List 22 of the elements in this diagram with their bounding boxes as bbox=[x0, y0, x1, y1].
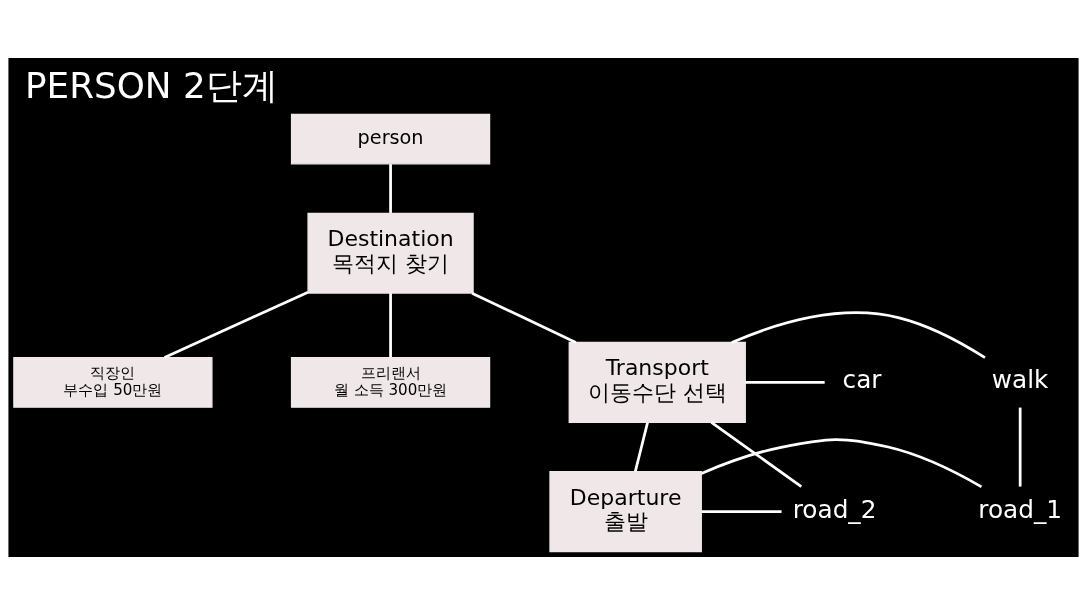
node-box: Destination 목적지 찾기 bbox=[307, 212, 474, 294]
connector bbox=[700, 437, 983, 488]
connector bbox=[471, 291, 577, 344]
node-text: car bbox=[842, 364, 882, 394]
node-box: Departure 출발 bbox=[549, 470, 702, 552]
connector bbox=[634, 421, 649, 472]
connector bbox=[701, 509, 782, 513]
node-box: 프리랜서 월 소득 300만원 bbox=[290, 356, 491, 408]
node-box: person bbox=[290, 113, 491, 165]
connector bbox=[745, 380, 825, 384]
diagram-title: PERSON 2단계 bbox=[25, 64, 278, 106]
node-text: walk bbox=[991, 364, 1049, 394]
node-text: road_1 bbox=[978, 494, 1063, 524]
connector bbox=[710, 420, 803, 488]
connector bbox=[389, 292, 392, 357]
connector bbox=[164, 290, 309, 359]
connector bbox=[389, 163, 392, 213]
node-box: 직장인 부수입 50만원 bbox=[13, 356, 213, 408]
node-box: Transport 이동수단 선택 bbox=[568, 341, 746, 423]
node-text: road_2 bbox=[792, 494, 877, 524]
connector bbox=[1018, 407, 1022, 487]
connector bbox=[731, 311, 986, 359]
